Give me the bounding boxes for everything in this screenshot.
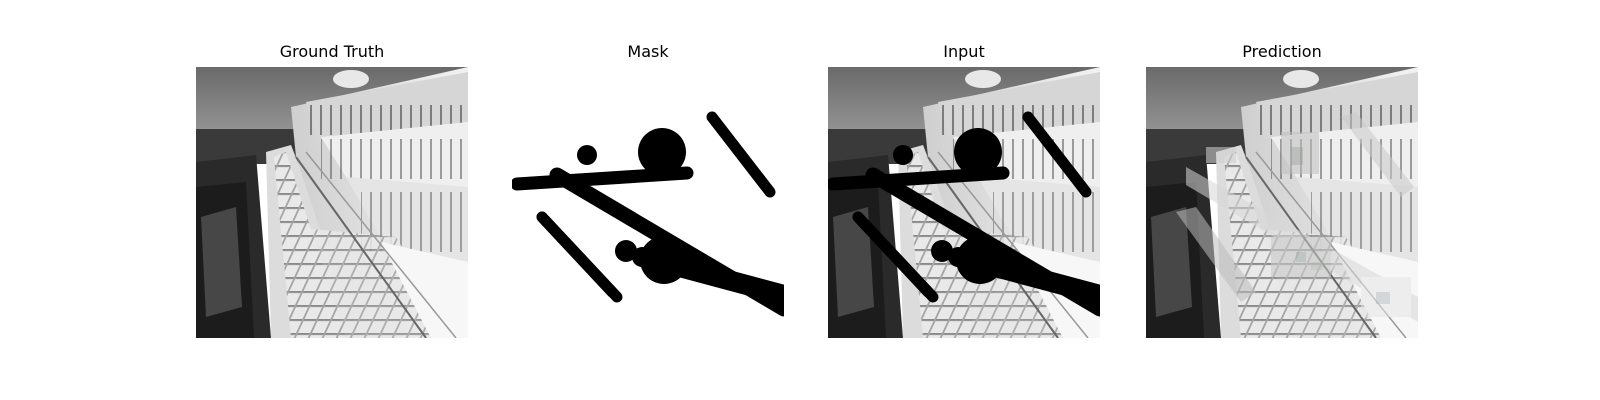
- prediction-image: [1146, 67, 1418, 338]
- ground-truth-title: Ground Truth: [279, 42, 385, 61]
- input-image: [828, 67, 1100, 338]
- prediction-title: Prediction: [1242, 42, 1322, 61]
- mask-title: Mask: [627, 42, 669, 61]
- input-title: Input: [943, 42, 985, 61]
- ground-truth-image: [196, 67, 468, 338]
- mask-image: [512, 67, 784, 338]
